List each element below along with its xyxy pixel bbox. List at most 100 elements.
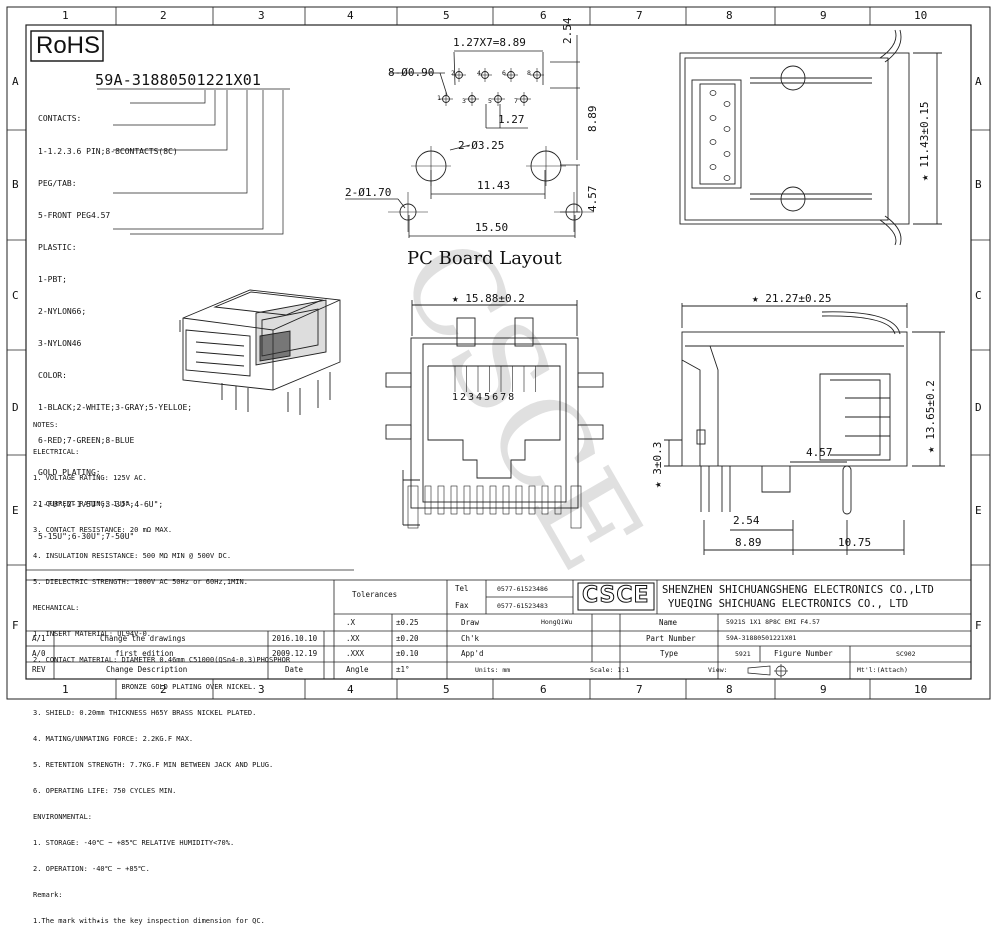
note-line: Remark: (33, 891, 63, 900)
front-leg (463, 485, 471, 515)
dim-1-27: 1.27 (498, 113, 525, 126)
dim-3: ★ 3±0.3 (651, 441, 664, 488)
col-label: 7 (636, 9, 643, 22)
col-label: 1 (62, 9, 69, 22)
dim-holes-small: 8-Ø0.90 (388, 66, 435, 79)
note-line: 4. INSULATION RESISTANCE: 500 MΩ MIN @ 5… (33, 551, 232, 560)
dim-21-27: ★ 21.27±0.25 (752, 292, 832, 305)
col-label: 1 (62, 683, 69, 696)
dim-holes-peg: 2-Ø1.70 (345, 186, 392, 199)
fax-value: 0577-61523483 (497, 602, 548, 610)
company-line-2: YUEQING SHICHUANG ELECTRONICS CO., LTD (668, 598, 909, 610)
front-leg (407, 485, 419, 529)
rev-id: A/1 (32, 634, 46, 643)
top-pin (723, 101, 731, 107)
top-pin (709, 115, 717, 121)
tol-val: ±0.25 (396, 618, 419, 627)
note-line: ELECTRICAL: (33, 447, 80, 456)
legend-line: CONTACTS: (38, 114, 82, 124)
row-label: F (12, 619, 19, 632)
front-leg (570, 485, 582, 529)
front-leg (528, 485, 536, 515)
watermark-text: CSCE (371, 217, 668, 593)
top-pin (709, 139, 717, 145)
row-label: C (975, 289, 982, 302)
row-label: D (975, 401, 982, 414)
front-leg (476, 485, 484, 515)
dim-11-43: 11.43 (477, 179, 511, 192)
dim-13-65: ★ 13.65±0.2 (924, 380, 937, 453)
pin-number: 7 (514, 97, 518, 105)
dim-11-43-tol: ★ 11.43±0.15 (918, 101, 931, 181)
note-line: 6. OPERATING LIFE: 750 CYCLES MIN. (33, 786, 177, 795)
rev-header-date: Date (285, 665, 304, 674)
legend-line: 3-NYLON46 (38, 339, 82, 349)
part-code-legend: CONTACTS: 1-1.2.3.6 PIN;8-8CONTACTS(8C) … (38, 93, 192, 553)
row-label: D (12, 401, 19, 414)
tol-key: .X (346, 618, 356, 627)
front-leg (489, 485, 497, 515)
col-label: 4 (347, 9, 354, 22)
note-line: 1.The mark with★is the key inspection di… (33, 917, 265, 926)
front-leg (450, 485, 458, 515)
view-label: View: (708, 666, 728, 674)
row-label: A (975, 75, 982, 88)
dim-holes-big: 2-Ø3.25 (458, 139, 505, 152)
col-label: 8 (726, 683, 733, 696)
pn-value: 59A-31880501221X01 (726, 634, 797, 642)
front-leg (541, 485, 549, 515)
dim-2-54: 2.54 (561, 17, 574, 45)
col-label: 4 (347, 683, 354, 696)
legend-line: 1-PBT; (38, 274, 67, 284)
pin-number: 4 (477, 69, 481, 77)
drawing-sheet: CSCE 1 2 3 4 5 6 7 8 9 10 1 2 3 4 5 6 7 … (6, 6, 991, 925)
col-label: 8 (726, 9, 733, 22)
tol-val: ±0.20 (396, 634, 419, 643)
col-label: 2 (160, 683, 167, 696)
tel-value: 0577-61523486 (497, 585, 548, 593)
name-value: 5921S 1X1 8P8C EMI F4.57 (726, 618, 820, 626)
col-label: 5 (443, 683, 450, 696)
tolerances-label: Tolerances (352, 590, 398, 599)
note-line: BRONZE GOLD PLATING OVER NICKEL. (33, 682, 257, 691)
material-label: Mt'l:(Attach) (857, 666, 908, 674)
note-line: 1. INSERT MATERIAL: UL94V-0. (33, 630, 152, 639)
col-label: 10 (914, 683, 928, 696)
rev-date: 2016.10.10 (272, 634, 318, 643)
col-label: 6 (540, 9, 547, 22)
pcb-layout-title: PC Board Layout (407, 248, 562, 269)
note-line: 4. MATING/UNMATING FORCE: 2.2KG.F MAX. (33, 734, 194, 743)
note-line: 2. CONTACT MATERIAL: DIAMETER 0.46mm C51… (33, 656, 291, 665)
tol-val: ±1° (396, 665, 410, 674)
row-label: E (975, 504, 982, 517)
pin-number: 1 (437, 94, 441, 102)
type-value: 5921 (735, 650, 751, 658)
note-line: 3. CONTACT RESISTANCE: 20 mΩ MAX. (33, 525, 173, 534)
col-label: 9 (820, 683, 827, 696)
col-label: 7 (636, 683, 643, 696)
note-line: 2. OPERATION: -40℃ ~ +85℃. (33, 865, 150, 874)
rev-desc: first edition (115, 649, 174, 658)
legend-line: PLASTIC: (38, 242, 77, 252)
name-label: Name (659, 618, 678, 627)
dim-15-50: 15.50 (475, 221, 509, 234)
dim-pitch: 1.27X7=8.89 (453, 36, 526, 49)
legend-line: 6-RED;7-GREEN;8-BLUE (38, 435, 135, 445)
col-label: 3 (258, 683, 265, 696)
tol-key: Angle (346, 665, 369, 674)
appd-label: App'd (461, 649, 484, 658)
pin-number: 3 (462, 97, 466, 105)
legend-line: 1-1.2.3.6 PIN;8-8CONTACTS(8C) (38, 146, 178, 156)
top-pin (723, 151, 731, 157)
contact-numbers: 12345678 (452, 392, 517, 403)
col-label: 5 (443, 9, 450, 22)
legend-line: 5-15U";6-30U";7-50U" (38, 531, 135, 541)
dim-10-75: 10.75 (838, 536, 872, 549)
rev-header-desc: Change Description (106, 665, 188, 674)
col-label: 2 (160, 9, 167, 22)
top-pin (723, 175, 731, 181)
tol-key: .XXX (346, 649, 365, 658)
front-leg (515, 485, 523, 515)
dim-15-88: ★ 15.88±0.2 (452, 292, 525, 305)
note-line: NOTES: (33, 421, 59, 430)
